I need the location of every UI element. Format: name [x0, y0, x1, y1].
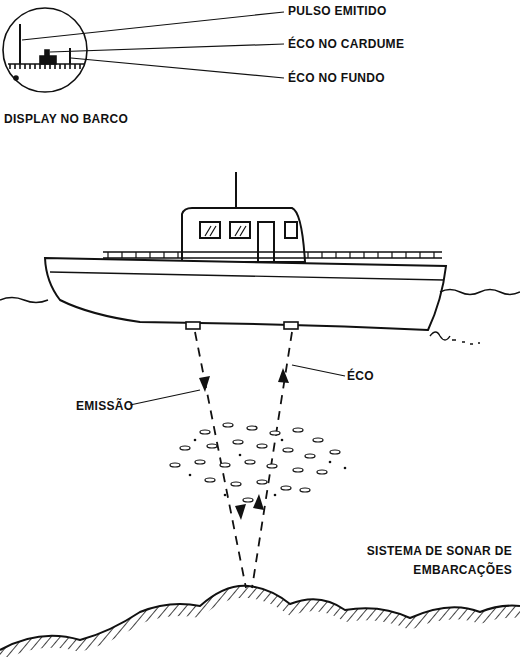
boat — [45, 172, 446, 330]
display-callout: ÉCO NO FUNDO — [288, 69, 385, 88]
sonar-beams — [195, 332, 292, 588]
water-surface — [0, 290, 520, 345]
display-title: DISPLAY NO BARCO — [4, 110, 128, 129]
display-callout: ÉCO NO CARDUME — [288, 35, 404, 54]
leader-lines — [22, 12, 345, 405]
fish-school — [170, 423, 346, 502]
caption: SISTEMA DE SONAR DE EMBARCAÇÕES — [352, 542, 512, 580]
beam-label: EMISSÃO — [76, 397, 133, 416]
beam-label: ÉCO — [347, 367, 374, 386]
beam-arrows — [199, 368, 289, 520]
display-screen — [3, 8, 87, 92]
display-callout: PULSO EMITIDO — [288, 2, 387, 21]
seabed — [0, 586, 520, 657]
